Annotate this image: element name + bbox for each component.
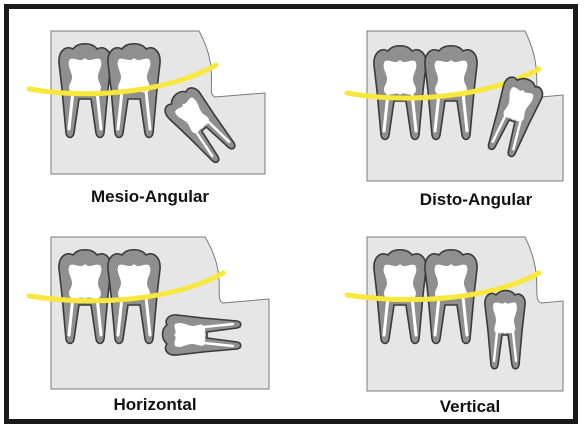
caption-vertical: Vertical [440, 397, 501, 417]
panel-vertical [347, 237, 563, 391]
panel-disto-angular [347, 31, 563, 181]
caption-horizontal: Horizontal [113, 395, 196, 415]
impaction-diagram [9, 9, 573, 419]
panel-mesio-angular [29, 31, 265, 174]
caption-mesio-angular: Mesio-Angular [91, 187, 209, 207]
figure-frame: Mesio-Angular Disto-Angular Horizontal V… [4, 4, 578, 424]
panel-horizontal [29, 237, 269, 389]
caption-disto-angular: Disto-Angular [420, 190, 532, 210]
